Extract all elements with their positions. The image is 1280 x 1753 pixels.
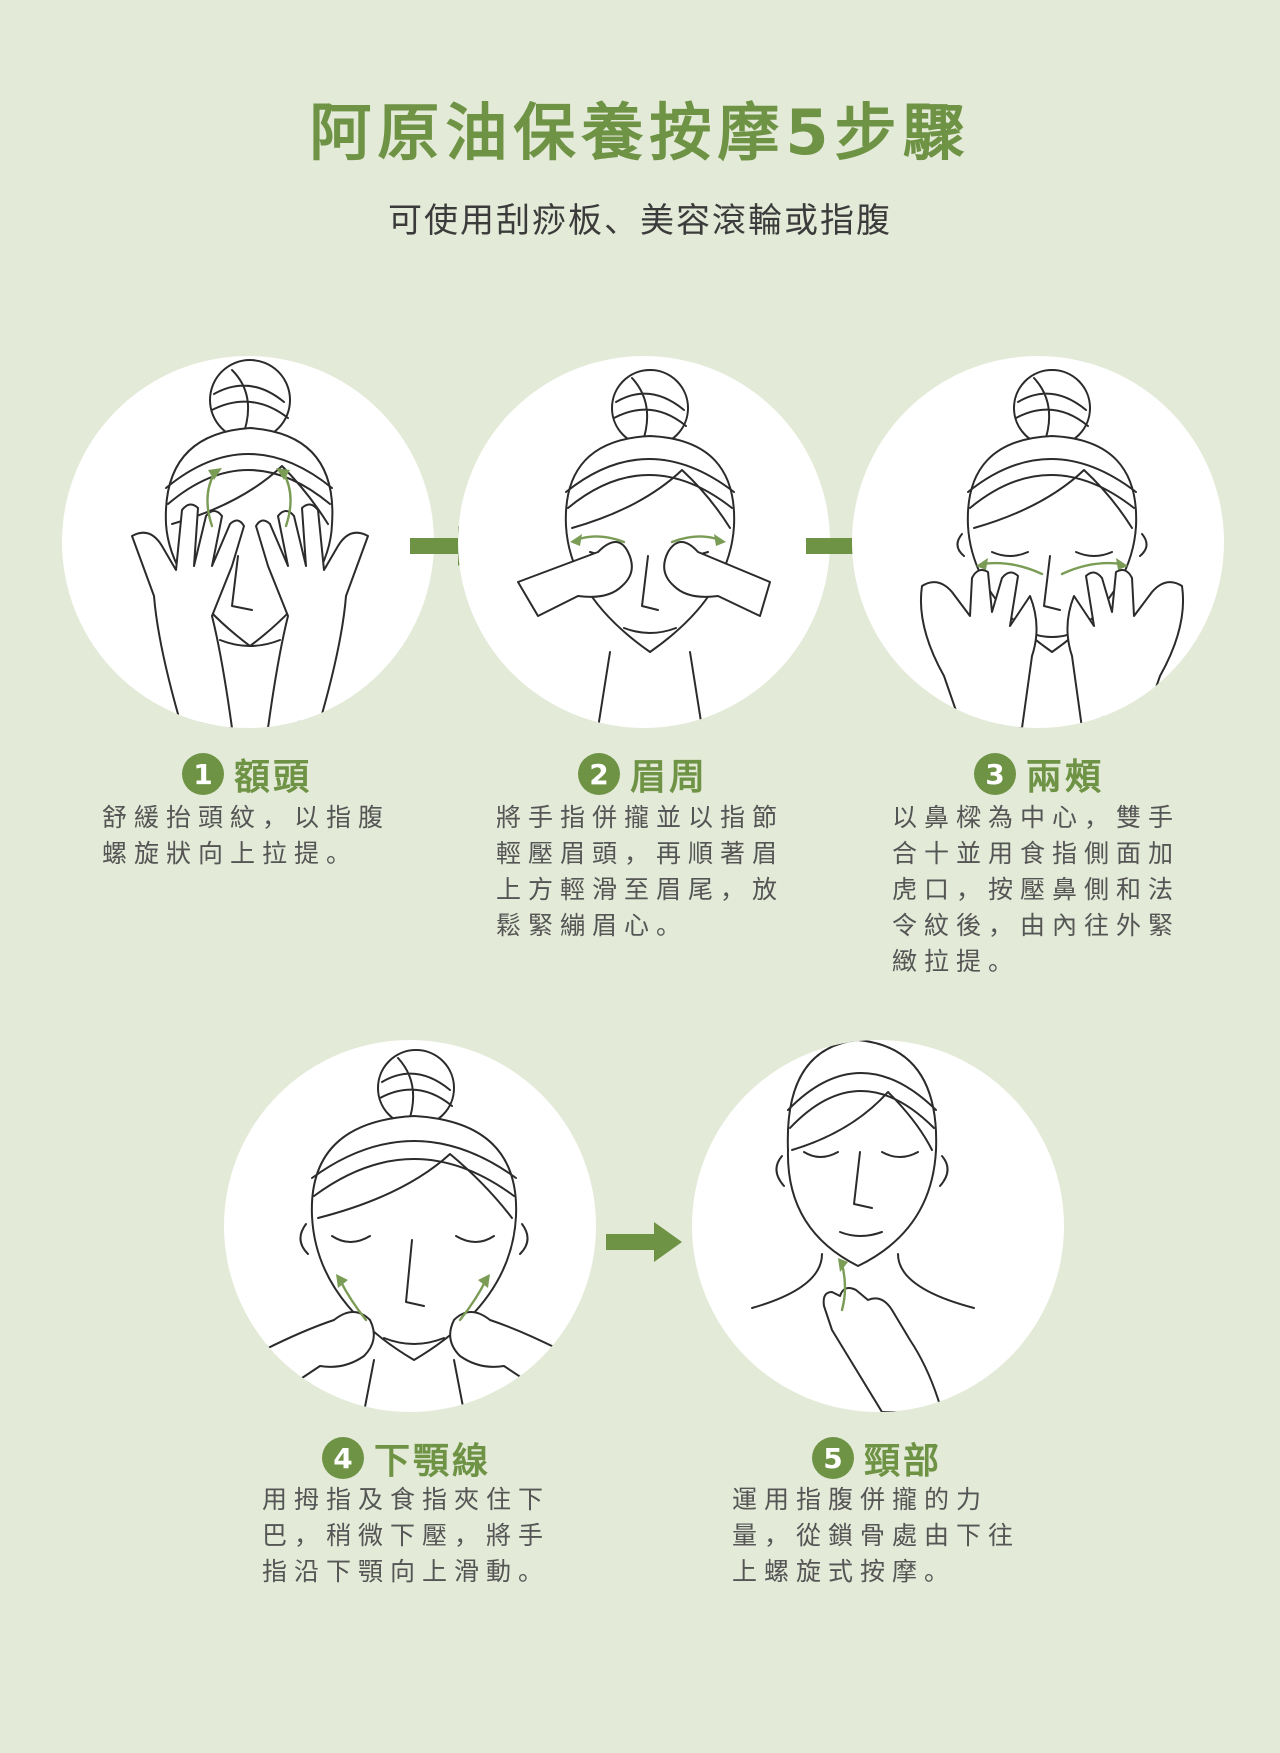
step-1-number: 1 (182, 753, 224, 795)
step-5-name: 頸部 (864, 1441, 943, 1482)
step-1-name: 額頭 (234, 757, 313, 798)
woman-face-icon (564, 369, 736, 728)
step-4-number: 4 (322, 1437, 364, 1479)
step-1-heading: 1 額頭 (182, 748, 312, 800)
fist-right-icon (449, 1311, 561, 1391)
step-4-name: 下顎線 (374, 1441, 492, 1482)
hand-icon (822, 1287, 943, 1412)
step-4-heading: 4 下顎線 (322, 1432, 491, 1484)
hand-left-icon (919, 569, 1038, 728)
woman-face-icon (299, 1049, 529, 1412)
step-5-heading: 5 頸部 (812, 1432, 942, 1484)
step-2-name: 眉周 (630, 757, 709, 798)
step-4-illustration (224, 1040, 596, 1412)
step-2-heading: 2 眉周 (578, 748, 708, 800)
step-3-number: 3 (974, 753, 1016, 795)
step-1-illustration (62, 356, 434, 728)
step-2-illustration (458, 356, 830, 728)
hand-left-icon (131, 503, 245, 728)
step-3-description: 以鼻樑為中心，雙手合十並用食指側面加虎口，按壓鼻側和法令紋後，由內往外緊緻拉提。 (892, 803, 1181, 976)
woman-face-icon (751, 1040, 975, 1309)
step-4-description: 用拇指及食指夾住下巴，稍微下壓，將手指沿下顎向上滑動。 (262, 1485, 551, 1586)
step-5-illustration (692, 1040, 1064, 1412)
step-3-name: 兩頰 (1026, 757, 1105, 798)
step-2-number: 2 (578, 753, 620, 795)
step-3-heading: 3 兩頰 (974, 748, 1104, 800)
step-5-number: 5 (812, 1437, 854, 1479)
step-1-description: 舒緩抬頭紋，以指腹螺旋狀向上拉提。 (102, 803, 391, 868)
fist-left-icon (517, 541, 633, 617)
step-3-illustration (852, 356, 1224, 728)
fist-left-icon (263, 1311, 375, 1391)
fist-right-icon (663, 541, 771, 617)
hand-right-icon (255, 503, 369, 728)
step-5-description: 運用指腹併攏的力量，從鎖骨處由下往上螺旋式按摩。 (732, 1485, 1021, 1586)
arrow-right-icon (606, 1222, 682, 1262)
step-2-description: 將手指併攏並以指節輕壓眉頭，再順著眉上方輕滑至眉尾，放鬆緊繃眉心。 (496, 803, 785, 940)
page-title: 阿原油保養按摩5步驟 (309, 96, 971, 169)
page-subtitle: 可使用刮痧板、美容滾輪或指腹 (388, 201, 892, 241)
